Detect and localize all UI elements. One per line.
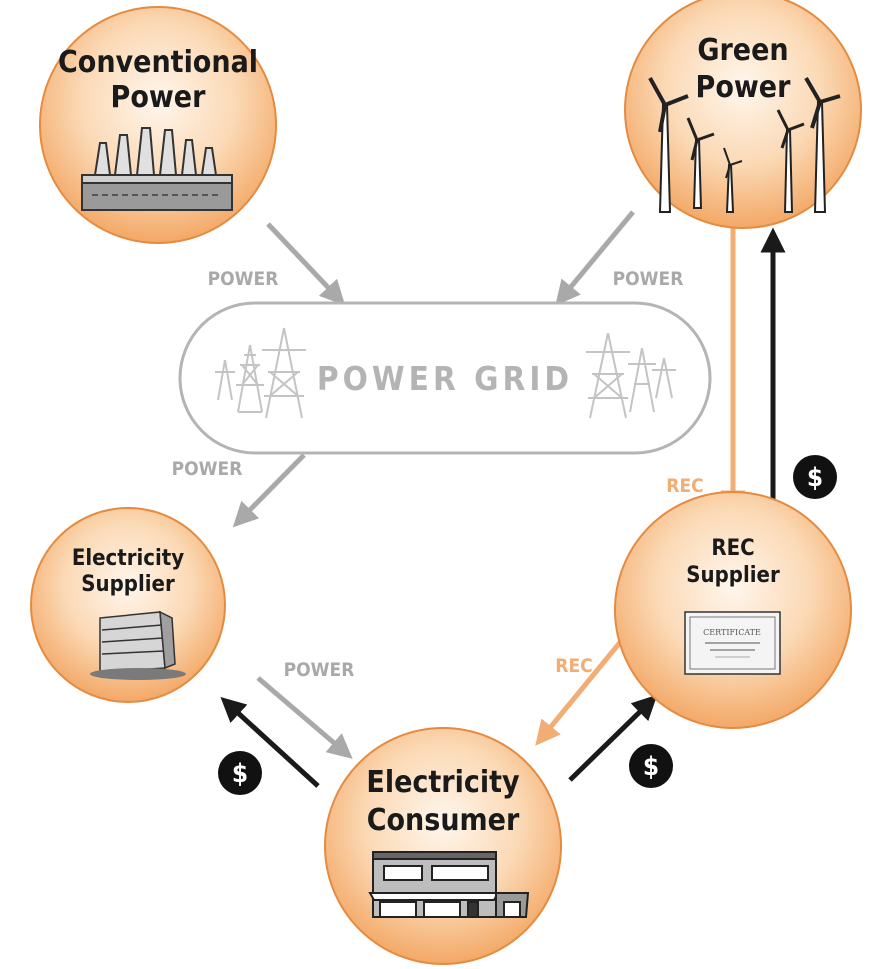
office-building-icon — [90, 610, 186, 680]
arrow-rec-supplier-to-consumer — [535, 638, 624, 746]
rec-supplier-node: REC Supplier CERTIFICATE — [614, 491, 852, 729]
arrows — [220, 210, 786, 788]
arrow-grid-to-supplier — [232, 453, 306, 528]
flow-label-grid-power: POWER — [172, 458, 243, 480]
power-grid-label: POWER GRID — [317, 359, 573, 398]
certificate-icon: CERTIFICATE — [684, 611, 781, 675]
certificate-text: CERTIFICATE — [703, 628, 761, 637]
dollar-sign-text: $ — [643, 752, 659, 782]
green-power-title-line1: Green — [697, 33, 788, 68]
dollar-badge-icon — [629, 744, 673, 788]
arrow-supplier-to-consumer — [256, 676, 353, 759]
flow-label-supplier-power: POWER — [284, 659, 355, 681]
flow-labels: POWER POWER POWER POWER REC REC — [172, 268, 704, 681]
arrow-pay-consumer-to-supplier — [220, 696, 320, 788]
green-power-node: Green Power — [624, 0, 862, 229]
payment-rec-supplier-to-green: $ — [793, 455, 837, 499]
conventional-power-title-line1: Conventional — [58, 45, 258, 80]
storefront-icon — [368, 851, 530, 918]
green-power-title-line2: Power — [696, 70, 792, 105]
flow-label-green-rec: REC — [666, 475, 703, 497]
rec-supplier-title-line1: REC — [711, 536, 754, 561]
flow-label-supplier-rec: REC — [555, 655, 592, 677]
flow-label-conventional-power: POWER — [208, 268, 279, 290]
payment-consumer-to-supplier: $ — [218, 751, 262, 795]
electricity-consumer-node: Electricity Consumer — [324, 727, 562, 965]
electricity-supplier-title-line2: Supplier — [81, 572, 175, 597]
arrow-conventional-to-grid — [266, 222, 346, 306]
dollar-sign-text: $ — [232, 759, 248, 789]
arrow-pay-consumer-to-rec-supplier — [568, 694, 658, 782]
transmission-tower-icon — [215, 327, 306, 419]
payment-consumer-to-rec-supplier: $ — [629, 744, 673, 788]
dollar-badge-icon — [793, 455, 837, 499]
rec-supplier-title-line2: Supplier — [686, 563, 780, 588]
electricity-consumer-title-line1: Electricity — [366, 765, 520, 800]
electricity-consumer-title-line2: Consumer — [367, 803, 520, 838]
dollar-sign-text: $ — [807, 463, 823, 493]
electricity-supplier-node: Electricity Supplier — [30, 507, 226, 703]
conventional-power-title-line2: Power — [111, 80, 207, 115]
arrow-green-to-grid — [555, 210, 635, 306]
payment-badges: $ $ $ — [218, 455, 837, 795]
conventional-power-node: Conventional Power — [39, 6, 277, 244]
wind-turbine-icon — [648, 76, 841, 213]
dollar-badge-icon — [218, 751, 262, 795]
flow-label-green-power: POWER — [613, 268, 684, 290]
electricity-supplier-title-line1: Electricity — [72, 546, 184, 571]
factory-icon — [81, 127, 233, 211]
power-grid-node: POWER GRID — [178, 301, 712, 455]
transmission-tower-icon — [586, 332, 676, 419]
